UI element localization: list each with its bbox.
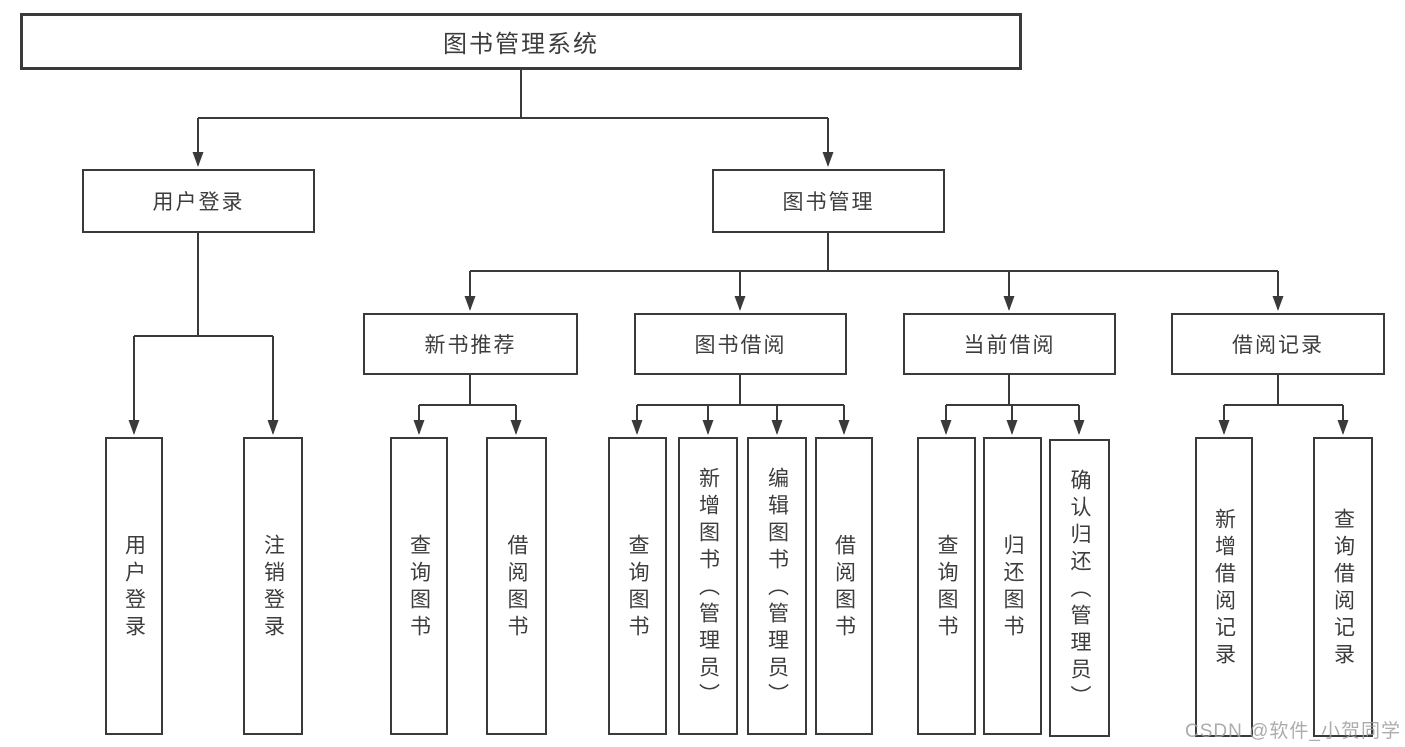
leaf-query-borrow-record: 查询借阅记录 [1313, 437, 1373, 737]
leaf-query-book-current: 查询图书 [917, 437, 976, 735]
node-current-borrowing: 当前借阅 [903, 313, 1116, 375]
leaf-return-book: 归还图书 [983, 437, 1042, 735]
leaf-edit-book-admin: 编辑图书（管理员） [747, 437, 807, 735]
watermark: CSDN @软件_小贺同学 [1185, 721, 1401, 742]
leaf-query-book-recommend: 查询图书 [390, 437, 448, 735]
leaf-confirm-return-admin: 确认归还（管理员） [1049, 439, 1110, 737]
node-new-book-recommend: 新书推荐 [363, 313, 578, 375]
leaf-add-book-admin: 新增图书（管理员） [678, 437, 738, 735]
node-library-management-system: 图书管理系统 [20, 13, 1022, 70]
node-borrow-records: 借阅记录 [1171, 313, 1385, 375]
node-book-management: 图书管理 [712, 169, 945, 233]
leaf-borrow-book-recommend: 借阅图书 [486, 437, 547, 735]
leaf-borrow-book: 借阅图书 [815, 437, 873, 735]
node-book-borrowing: 图书借阅 [634, 313, 847, 375]
leaf-logout: 注销登录 [243, 437, 303, 735]
leaf-add-borrow-record: 新增借阅记录 [1195, 437, 1253, 737]
leaf-query-book-borrow: 查询图书 [608, 437, 667, 735]
node-user-login: 用户登录 [82, 169, 315, 233]
leaf-user-login: 用户登录 [105, 437, 163, 735]
